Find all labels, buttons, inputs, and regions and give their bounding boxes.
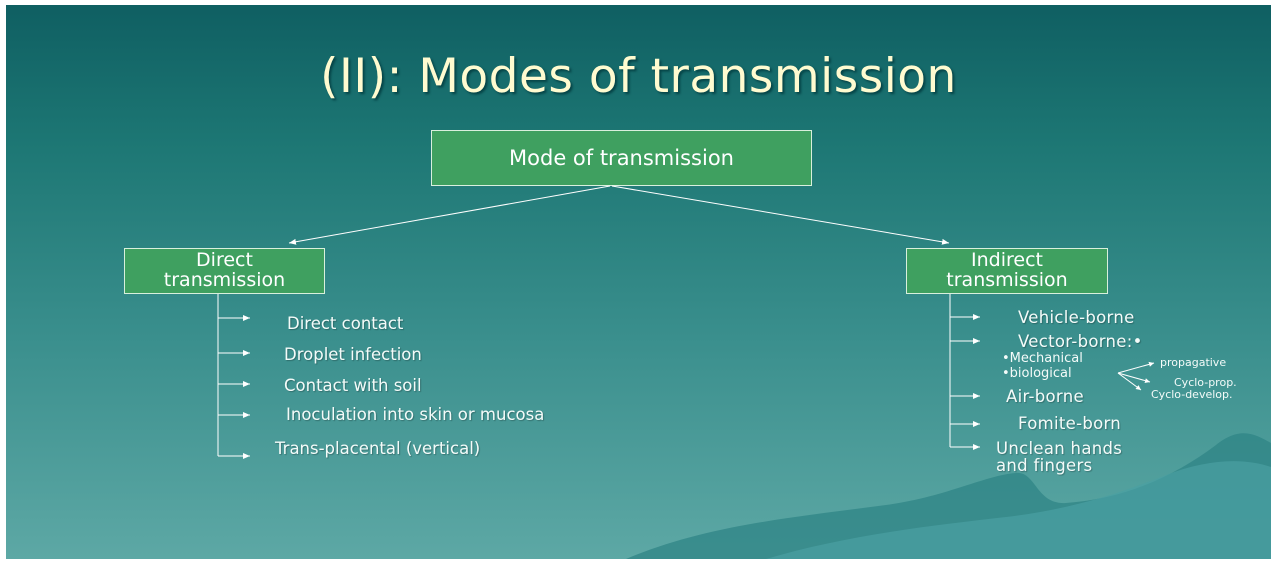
bio-propagative: propagative [1160,356,1226,369]
arrow-to-direct [289,186,610,243]
connector-lines [6,5,1271,559]
indirect-item-fomite-born: Fomite-born [1018,414,1121,433]
indirect-sub-mechanical: •Mechanical [1002,351,1083,366]
bio-arrow-cycloprop [1118,373,1150,382]
direct-item-direct-contact: Direct contact [287,314,403,333]
bio-arrow-propagative [1118,363,1154,373]
indirect-sub-biological: •biological [1002,366,1072,381]
direct-item-contact-with-soil: Contact with soil [284,376,422,395]
direct-item-inoculation: Inoculation into skin or mucosa [286,405,544,424]
indirect-item-air-borne: Air-borne [1006,387,1084,406]
indirect-item-vector-borne: Vector-borne:• [1018,332,1143,351]
direct-item-droplet-infection: Droplet infection [284,345,422,364]
arrow-to-indirect [612,186,949,243]
slide: (II): Modes of transmission Mode of tran… [6,5,1271,559]
indirect-item-unclean-hands-line2: and fingers [996,456,1092,475]
bio-cyclo-develop: Cyclo-develop. [1151,388,1233,401]
indirect-item-vehicle-borne: Vehicle-borne [1018,308,1135,327]
bio-arrow-cyclodevelop [1118,373,1141,390]
direct-item-trans-placental: Trans-placental (vertical) [275,439,480,458]
